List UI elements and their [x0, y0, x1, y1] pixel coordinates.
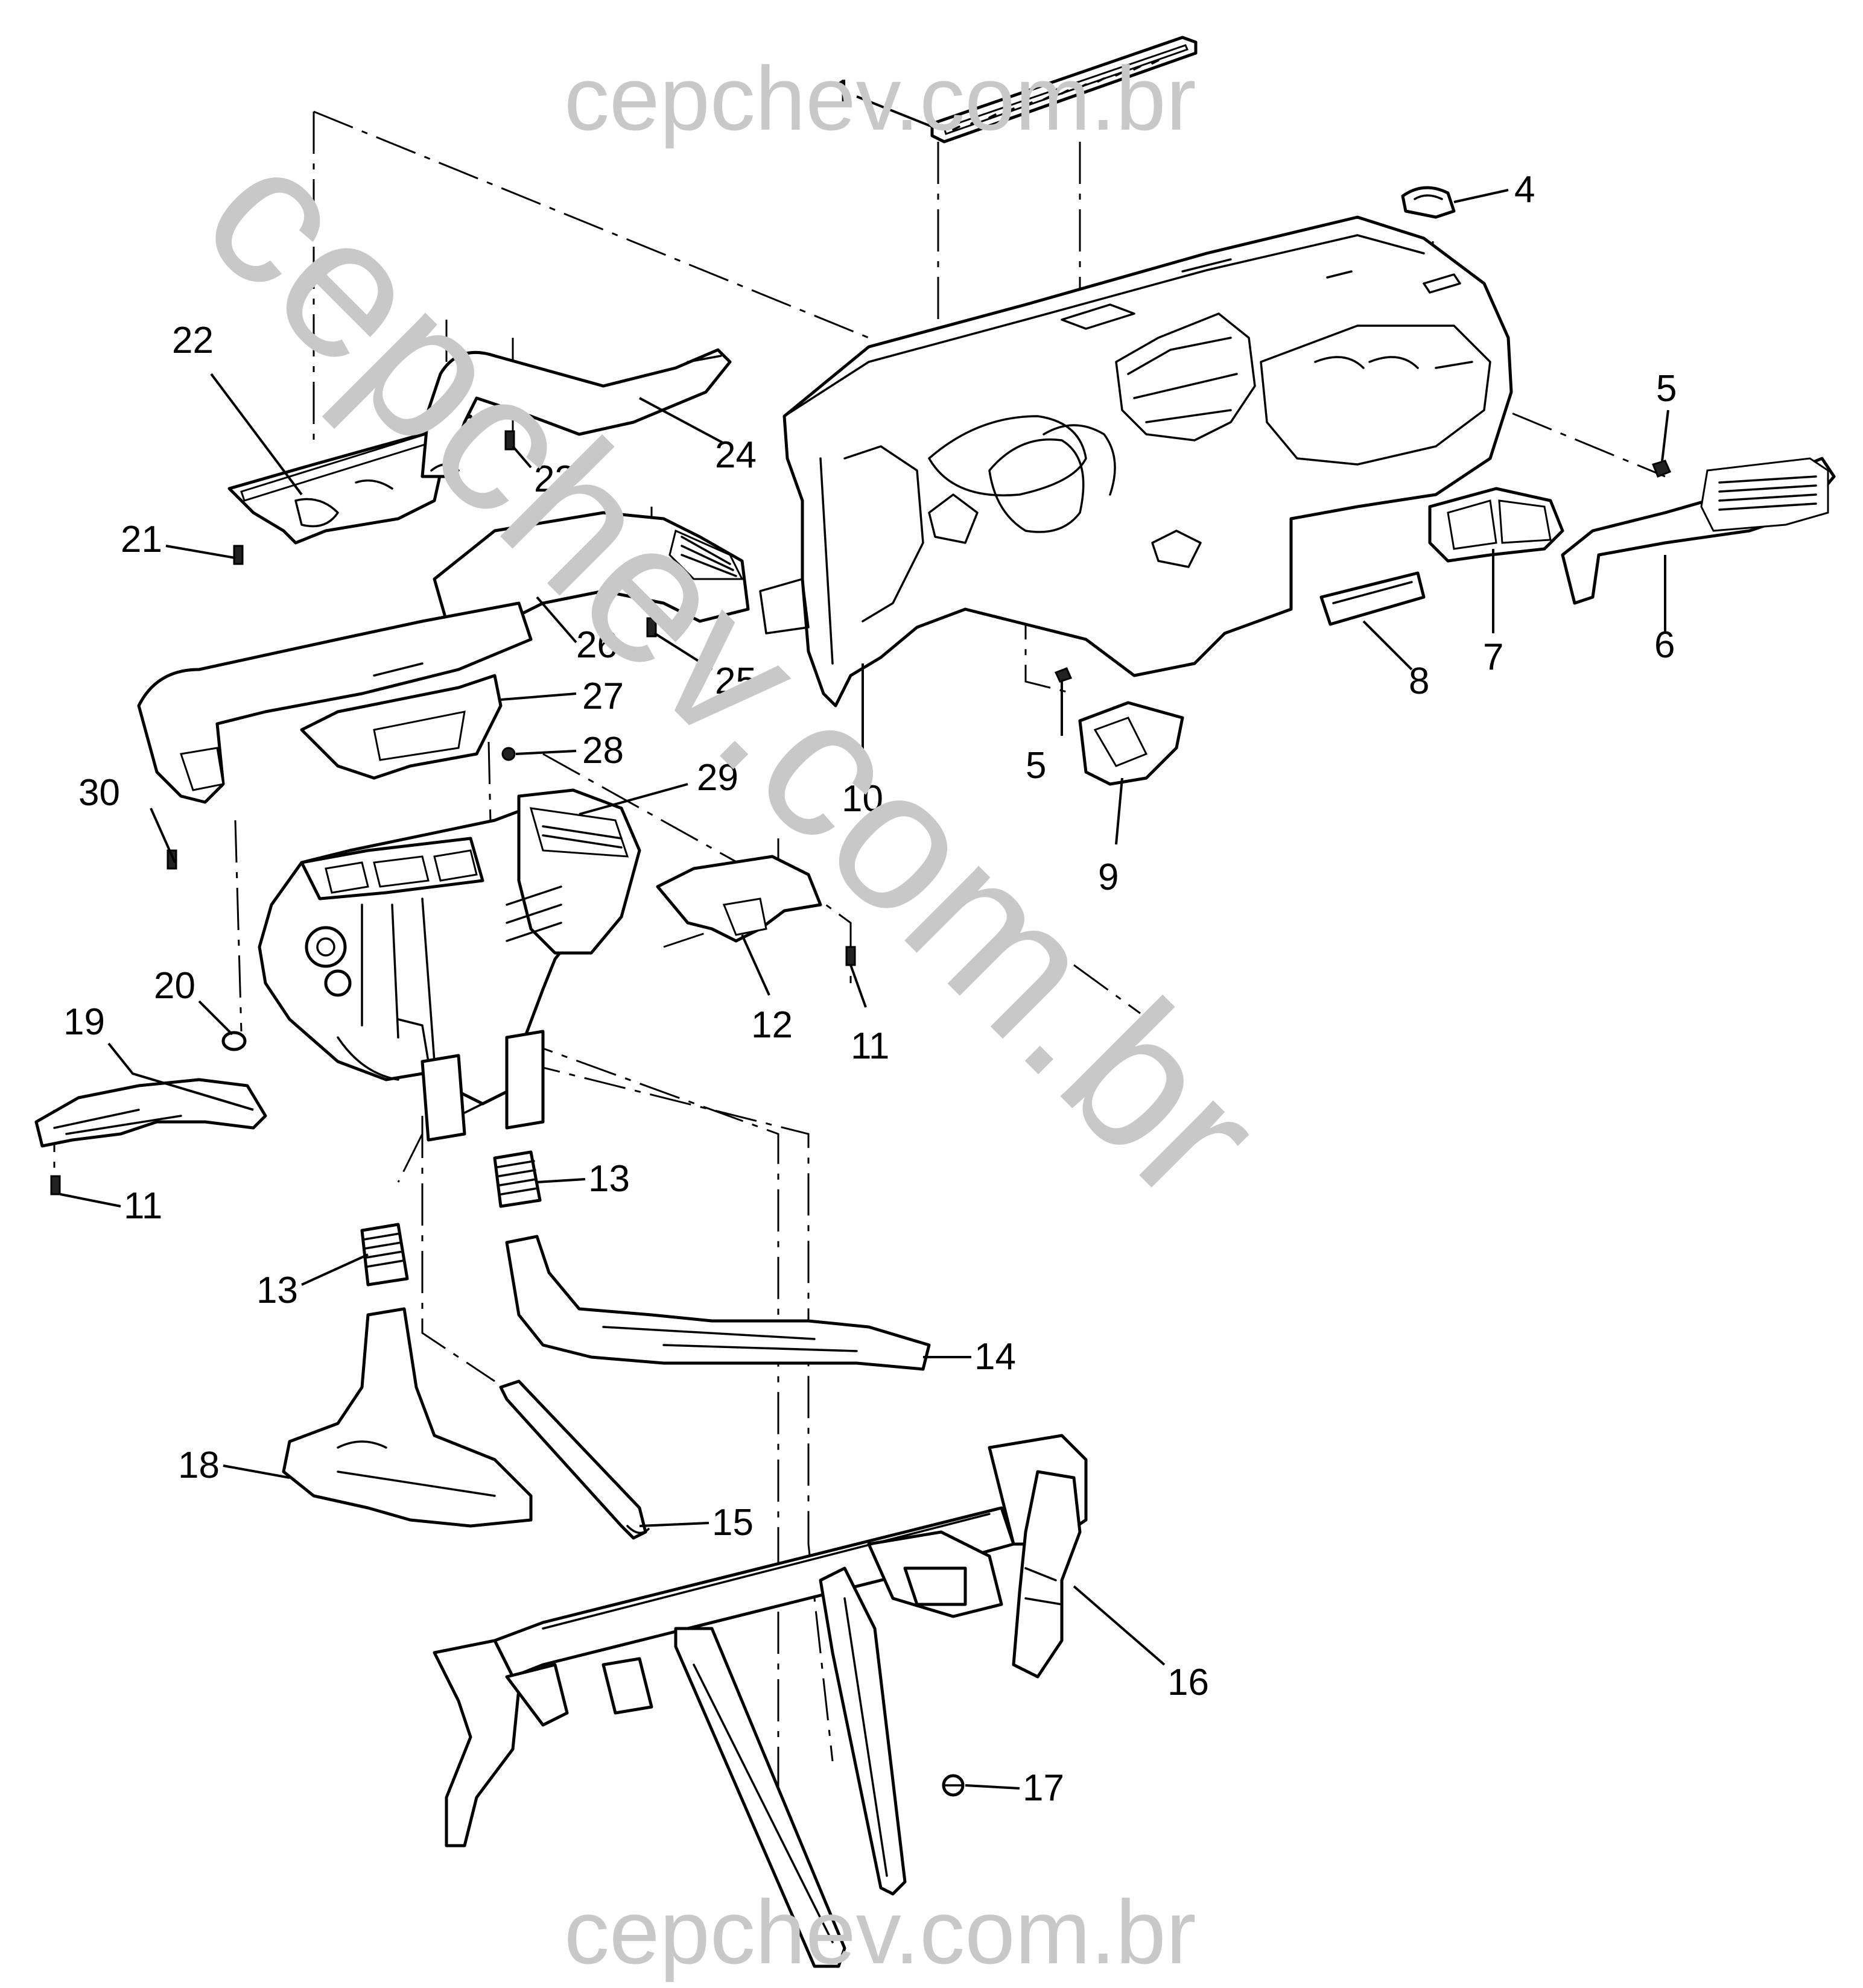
callout-26: 26	[576, 624, 618, 666]
leader-lines	[60, 95, 1669, 1790]
callout-8: 8	[1409, 660, 1429, 702]
callout-13-right: 13	[588, 1158, 630, 1200]
callout-5-center: 5	[1026, 745, 1046, 787]
callout-6: 6	[1654, 624, 1675, 666]
callout-29: 29	[697, 757, 738, 799]
callout-1: 1	[833, 72, 853, 114]
part-15-drain-hose	[499, 1379, 650, 1540]
callout-10: 10	[842, 778, 883, 820]
part-7-center-outlet	[1428, 487, 1564, 563]
callout-9: 9	[1098, 856, 1119, 898]
callout-13-left: 13	[256, 1270, 298, 1311]
callout-5-right: 5	[1656, 368, 1677, 410]
watermark-bottom: cepchev.com.br	[564, 1881, 1196, 1983]
part-8-display-module	[1319, 571, 1426, 626]
callout-21: 21	[121, 519, 162, 560]
callout-20: 20	[154, 965, 195, 1007]
callout-23: 23	[534, 458, 576, 500]
part-21-screw	[233, 545, 244, 565]
callout-25: 25	[715, 660, 757, 702]
part-18-floor-duct	[282, 1307, 533, 1528]
callout-16: 16	[1167, 1662, 1209, 1703]
part-5-clip-center	[1054, 667, 1073, 683]
part-17-bolt	[942, 1774, 965, 1797]
callout-19: 19	[63, 1001, 105, 1043]
part-22-upper-duct	[227, 414, 478, 545]
callout-24: 24	[715, 434, 757, 476]
callout-4: 4	[1514, 169, 1535, 211]
part-4-sensor	[1401, 186, 1456, 219]
watermark-top: cepchev.com.br	[564, 48, 1196, 149]
part-6-outlet-duct	[1561, 457, 1836, 605]
callout-7: 7	[1483, 636, 1503, 678]
callout-14: 14	[974, 1336, 1016, 1378]
part-11-screw-b	[50, 1175, 61, 1195]
callout-30: 30	[78, 772, 120, 814]
duct-left-outlet	[137, 601, 533, 804]
part-19-heater-duct	[34, 1078, 267, 1148]
callout-numbers: 1 4 5 6 7 8 5 9 10 11 12 11 13 13 14 15 …	[63, 72, 1677, 1809]
part-30-screw	[167, 849, 177, 870]
callout-15: 15	[712, 1502, 754, 1543]
part-9-outlet	[1078, 701, 1184, 786]
callout-17: 17	[1023, 1767, 1064, 1809]
callout-27: 27	[582, 676, 624, 717]
part-13-seal-right	[493, 1150, 542, 1208]
callout-18: 18	[178, 1445, 220, 1486]
callout-28: 28	[582, 730, 624, 771]
part-27-adapter	[300, 674, 503, 780]
part-12-duct	[656, 855, 822, 943]
callout-12: 12	[751, 1004, 793, 1046]
part-25-screw	[646, 617, 657, 638]
part-14-floor-duct	[505, 1235, 931, 1371]
part-5-clip-right	[1651, 460, 1672, 478]
part-16-cross-car-beam	[433, 1434, 1088, 1968]
part-13-seal-left	[360, 1223, 409, 1287]
part-24-snorkel-duct	[421, 348, 732, 478]
part-11-screw-a	[845, 946, 856, 966]
part-1-defroster-grille	[930, 36, 1198, 144]
part-29-hvac-module	[258, 788, 641, 1142]
callout-22: 22	[172, 320, 214, 361]
callout-11-left: 11	[124, 1185, 162, 1227]
part-10-instrument-panel	[759, 215, 1513, 708]
callout-11-center: 11	[851, 1025, 889, 1067]
part-20-plug	[221, 1031, 247, 1051]
part-28-screw	[501, 747, 516, 761]
